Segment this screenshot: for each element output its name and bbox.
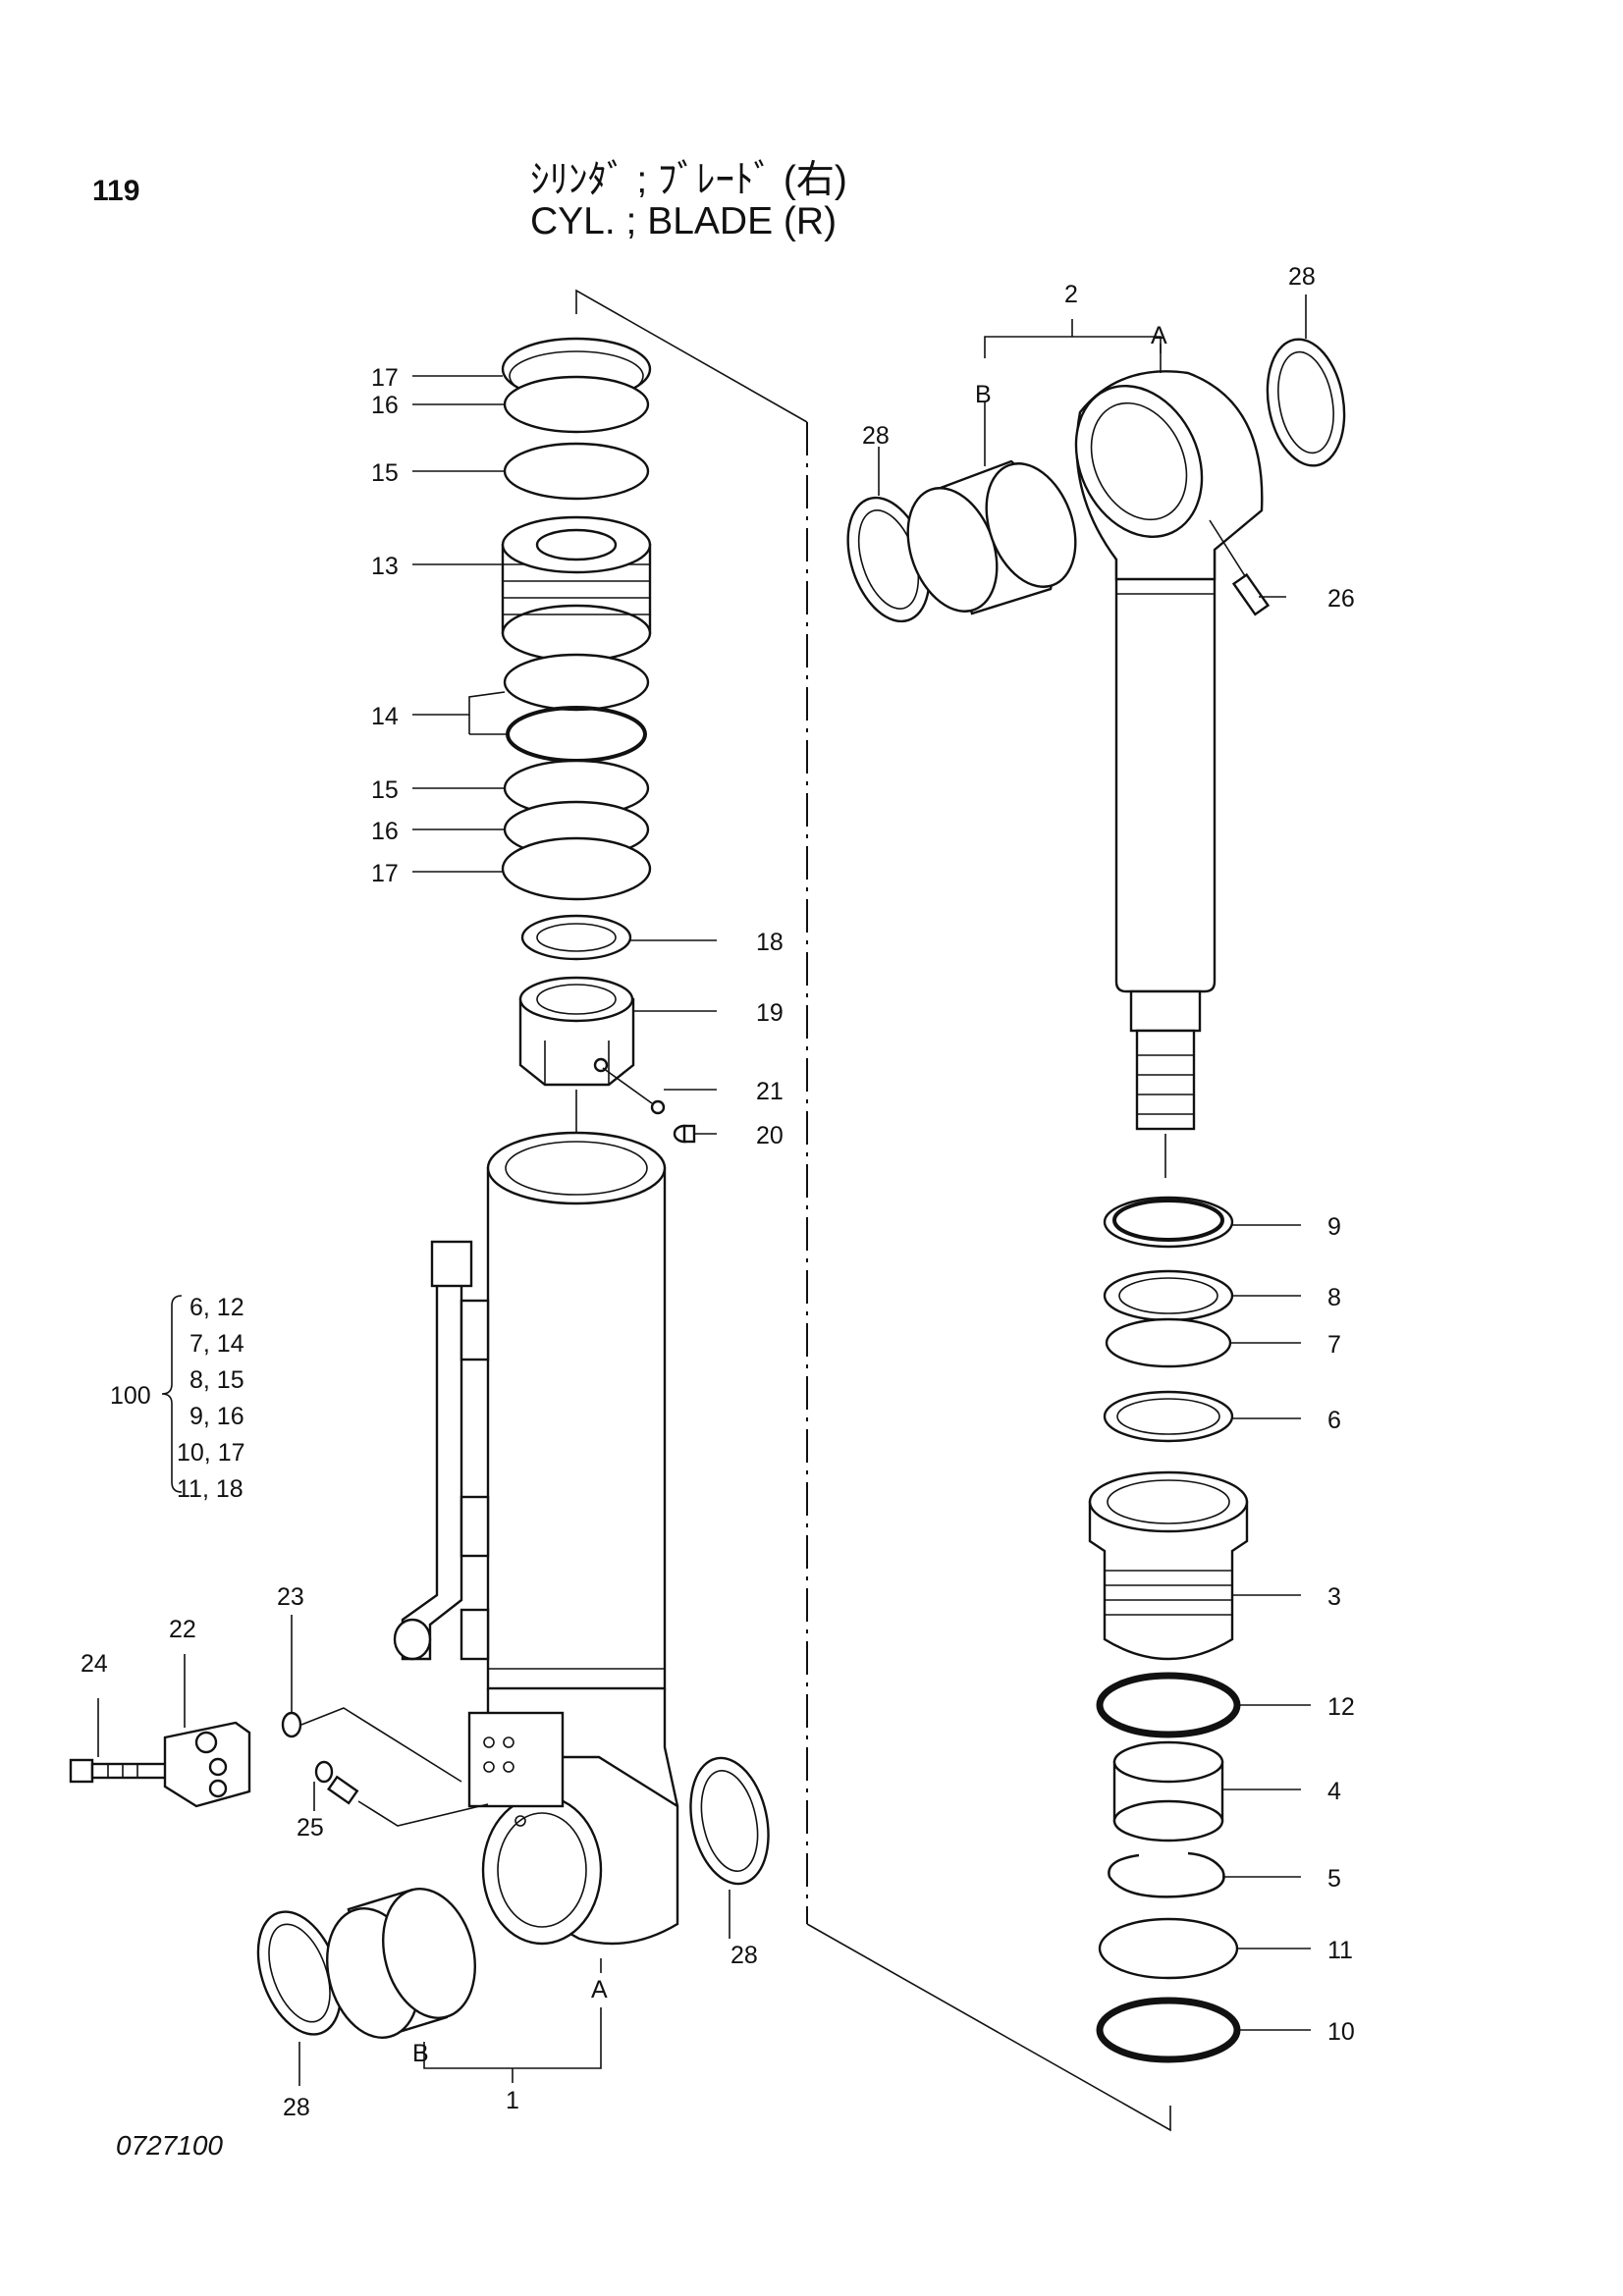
part-22-block: [163, 1721, 251, 1808]
callout-A-bottom: A: [591, 1976, 608, 2003]
part-25-grease-nipple: [314, 1760, 489, 1827]
part-13-piston: [501, 515, 652, 663]
kit-100-row: 10, 17: [177, 1439, 245, 1467]
part-3-rod-cover: [1088, 1470, 1249, 1661]
callout-16-bottom: 16: [371, 818, 399, 845]
callout-15-bottom: 15: [371, 776, 399, 804]
callout-6: 6: [1327, 1407, 1341, 1434]
diagram-title-japanese: ｼﾘﾝﾀﾞ ; ﾌﾞﾚｰﾄﾞ (右): [530, 159, 847, 201]
callout-20: 20: [756, 1122, 784, 1149]
kit-100-row: 9, 16: [189, 1403, 244, 1430]
callout-B-top: B: [975, 381, 992, 408]
kit-100-row: 7, 14: [189, 1330, 244, 1358]
part-24-bolt: [69, 1758, 173, 1784]
part-16-ring-top: [503, 375, 650, 434]
callout-26: 26: [1327, 585, 1355, 613]
callout-25: 25: [297, 1814, 324, 1842]
callout-18: 18: [756, 929, 784, 956]
part-28-seal-lower-right: [689, 1756, 770, 1886]
callout-28-lower-right: 28: [730, 1942, 758, 1969]
callout-13: 13: [371, 553, 399, 580]
callout-7: 7: [1327, 1331, 1341, 1359]
page-number: 119: [92, 175, 140, 207]
part-bushing-B-lower: [326, 1888, 476, 2039]
callout-A-top: A: [1151, 322, 1167, 349]
part-9-seal: [1103, 1196, 1234, 1249]
part-12-oring: [1096, 1672, 1241, 1738]
callout-labels: 17 16 15 13 14 15 16 17 18 19 21 20 28 2…: [81, 263, 1355, 2121]
callout-23: 23: [277, 1583, 304, 1611]
kit-100-row: 8, 15: [189, 1366, 244, 1394]
part-5-snap-ring: [1108, 1851, 1225, 1898]
kit-100-label: 100: [110, 1382, 151, 1410]
callout-14: 14: [371, 703, 399, 730]
diagram-title-english: CYL. ; BLADE (R): [530, 200, 838, 242]
part-10-oring: [1096, 1997, 1241, 2063]
callout-12: 12: [1327, 1693, 1355, 1721]
part-7-ring: [1105, 1317, 1232, 1368]
part-11-ring: [1098, 1917, 1239, 1980]
callout-28-upper-left: 28: [862, 422, 890, 450]
callout-4: 4: [1327, 1778, 1341, 1805]
callout-5: 5: [1327, 1865, 1341, 1893]
drawing-number: 0727100: [116, 2130, 224, 2161]
callout-11: 11: [1327, 1937, 1353, 1964]
callout-15-top: 15: [371, 459, 399, 487]
callout-9: 9: [1327, 1213, 1341, 1241]
callout-16-top: 16: [371, 392, 399, 419]
part-4-bushing: [1112, 1740, 1224, 1842]
part-26-grease-nipple: [1209, 519, 1271, 616]
callout-3: 3: [1327, 1583, 1341, 1611]
part-20-setscrew: [673, 1124, 696, 1144]
part-28-seal-upper-right: [1266, 338, 1346, 467]
part-15-oring-top: [503, 442, 650, 501]
part-18-washer: [520, 914, 632, 961]
hydraulic-pipe: [393, 1240, 490, 1661]
part-19-nut: [518, 976, 635, 1087]
callout-19: 19: [756, 999, 784, 1027]
callout-17-bottom: 17: [371, 860, 399, 887]
callout-1: 1: [506, 2087, 519, 2114]
callout-2: 2: [1064, 281, 1078, 308]
part-23-oring: [281, 1707, 462, 1783]
kit-100-brace: [161, 1295, 183, 1493]
part-8-ring: [1103, 1269, 1234, 1322]
assembly-boundary: [575, 289, 1171, 2132]
callout-B-bottom: B: [412, 2040, 429, 2067]
callout-21: 21: [756, 1078, 784, 1105]
callout-24: 24: [81, 1650, 108, 1678]
callout-17-top: 17: [371, 364, 399, 392]
part-1-cylinder-tube: [467, 1131, 679, 1946]
callout-22: 22: [169, 1616, 196, 1643]
part-17-ring-bottom: [501, 836, 652, 901]
part-21-ball: [602, 1067, 666, 1115]
part-bushing-B-upper: [906, 459, 1077, 615]
callout-8: 8: [1327, 1284, 1341, 1311]
kit-100-row: 11, 18: [177, 1475, 243, 1503]
callout-10: 10: [1327, 2018, 1355, 2046]
leader-lines: [97, 294, 1311, 2086]
callout-28-lower-left: 28: [283, 2094, 310, 2121]
callout-28-upper-right: 28: [1288, 263, 1316, 291]
part-6-ring: [1103, 1390, 1234, 1443]
part-2-piston-rod: [1074, 370, 1264, 1131]
kit-100-row: 6, 12: [189, 1294, 244, 1321]
part-14-seal-set: [503, 653, 650, 763]
